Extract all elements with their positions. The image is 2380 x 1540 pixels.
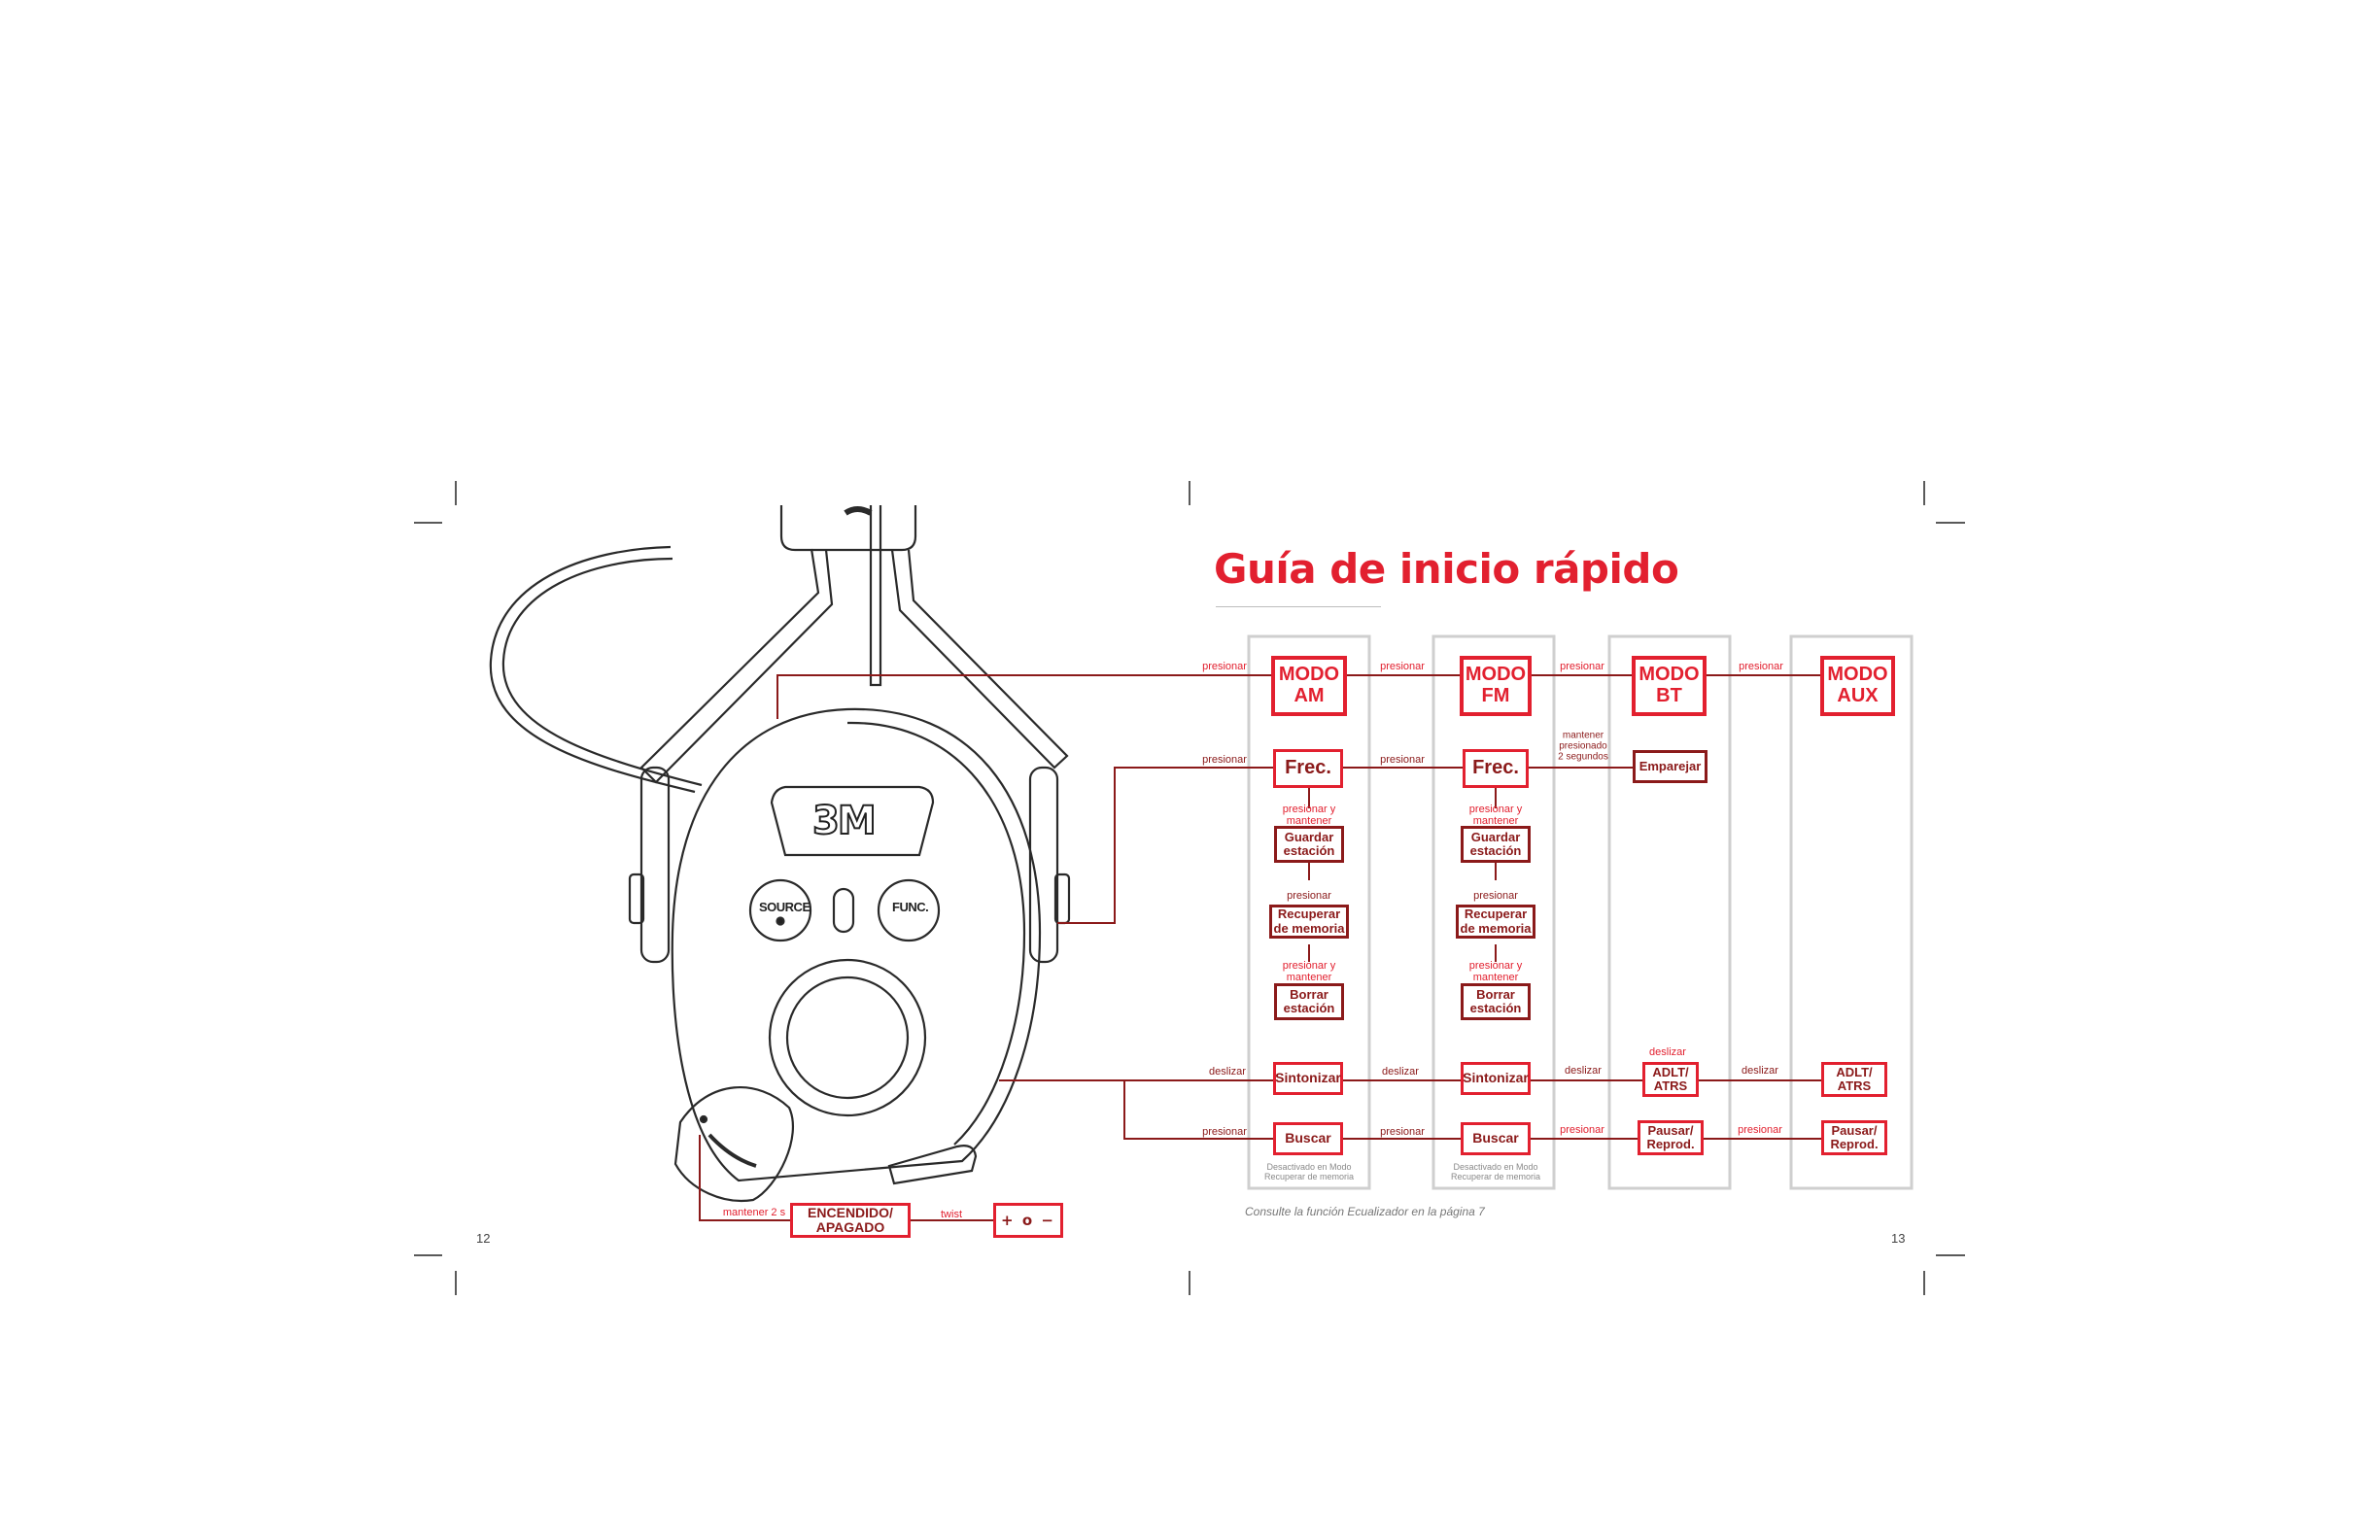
recuperar-box-fm: Recuperar de memoria [1456, 905, 1535, 939]
adlt-box-aux: ADLT/ ATRS [1821, 1062, 1887, 1097]
emparejar-box: Emparejar [1633, 750, 1707, 783]
label-presionar: presionar [1380, 660, 1425, 672]
label-presionar: presionar [1380, 1125, 1425, 1138]
mode-bt-box: MODO BT [1632, 656, 1707, 716]
mode-fm-box: MODO FM [1460, 656, 1532, 716]
crop-marks [414, 481, 1965, 1295]
mode-aux-box: MODO AUX [1820, 656, 1895, 716]
label-deslizar: deslizar [1649, 1045, 1686, 1058]
page-title: Guía de inicio rápido [1214, 545, 1679, 593]
headset-illustration [489, 505, 1071, 1203]
label-deslizar: deslizar [1209, 1065, 1246, 1078]
label-presionar: presionar [1202, 660, 1247, 672]
label-deslizar: deslizar [1742, 1064, 1778, 1077]
disabled-note-fm: Desactivado en Modo Recuperar de memoria [1450, 1162, 1541, 1182]
encendido-apagado-box: ENCENDIDO/ APAGADO [790, 1203, 911, 1238]
brand-logo: 3M [811, 798, 878, 844]
page-number-right: 13 [1891, 1231, 1906, 1246]
label-deslizar: deslizar [1382, 1065, 1419, 1078]
label-mantener-2s: mantener 2 s [722, 1206, 786, 1218]
label-presionar: presionar [1380, 753, 1425, 766]
label-presionar: presionar [1473, 889, 1518, 902]
label-presionar: presionar [1287, 889, 1331, 902]
label-presionar: presionar [1738, 1123, 1782, 1136]
ecualizador-reference-note: Consulte la función Ecualizador en la pá… [1245, 1205, 1485, 1218]
buscar-box-fm: Buscar [1461, 1122, 1531, 1155]
disabled-note-am: Desactivado en Modo Recuperar de memoria [1263, 1162, 1355, 1182]
pausar-box-aux: Pausar/ Reprod. [1821, 1120, 1887, 1155]
borrar-box-am: Borrar estación [1274, 983, 1344, 1020]
label-presionar: presionar [1202, 1125, 1247, 1138]
label-presionar: presionar [1560, 1123, 1604, 1136]
guardar-box-am: Guardar estación [1274, 826, 1344, 863]
adlt-box-bt: ADLT/ ATRS [1642, 1062, 1699, 1097]
label-deslizar: deslizar [1565, 1064, 1602, 1077]
title-underline [1216, 606, 1381, 607]
frec-box-am: Frec. [1273, 749, 1343, 788]
label-presionar: presionar [1202, 753, 1247, 766]
guardar-box-fm: Guardar estación [1461, 826, 1531, 863]
page-number-left: 12 [476, 1231, 491, 1246]
label-twist: twist [941, 1208, 962, 1220]
func-button-label: FUNC. [892, 900, 929, 914]
label-mantener-presionado: mantener presionado 2 segundos [1558, 730, 1608, 763]
label-presionar-mantener: presionar y mantener [1282, 803, 1336, 827]
source-button-label: SOURCE [759, 900, 811, 914]
connector-lines [699, 674, 1821, 1221]
label-presionar-mantener: presionar y mantener [1468, 803, 1523, 827]
sintonizar-box-fm: Sintonizar [1461, 1062, 1531, 1095]
label-presionar: presionar [1560, 660, 1604, 672]
pausar-box-bt: Pausar/ Reprod. [1638, 1120, 1704, 1155]
column-frames [1247, 634, 1914, 1190]
mode-am-box: MODO AM [1271, 656, 1347, 716]
volume-rocker-box: + o − [993, 1203, 1063, 1238]
recuperar-box-am: Recuperar de memoria [1269, 905, 1349, 939]
sintonizar-box-am: Sintonizar [1273, 1062, 1343, 1095]
buscar-box-am: Buscar [1273, 1122, 1343, 1155]
frec-box-fm: Frec. [1463, 749, 1529, 788]
label-presionar-mantener: presionar y mantener [1468, 959, 1523, 983]
label-presionar-mantener: presionar y mantener [1282, 959, 1336, 983]
label-presionar: presionar [1739, 660, 1783, 672]
borrar-box-fm: Borrar estación [1461, 983, 1531, 1020]
